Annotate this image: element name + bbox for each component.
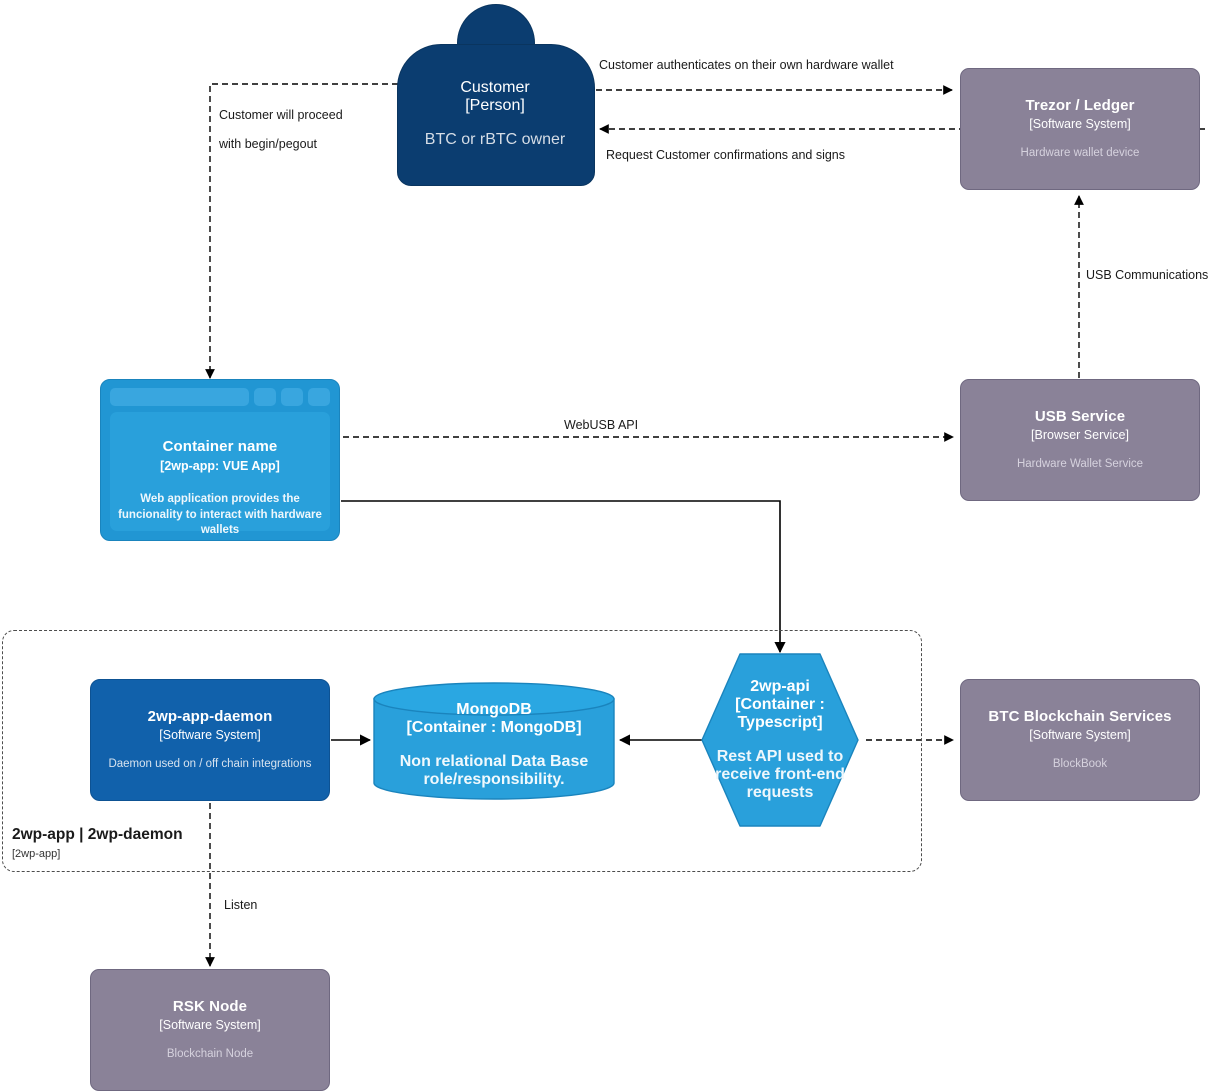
customer-tech: [Person]	[465, 97, 525, 114]
browser-button-2[interactable]	[281, 388, 303, 406]
daemon-title: 2wp-app-daemon	[147, 707, 273, 725]
daemon-tech: [Software System]	[159, 728, 261, 743]
browser-button-3[interactable]	[308, 388, 330, 406]
container-name-description: Web application provides the funcionalit…	[118, 493, 322, 537]
rsk-node-title: RSK Node	[172, 997, 248, 1015]
node-2wp-app-daemon[interactable]: 2wp-app-daemon [Software System] Daemon …	[90, 679, 330, 801]
container-name-tech: [2wp-app: VUE App]	[160, 458, 280, 473]
rsk-node-description: Blockchain Node	[166, 1047, 254, 1060]
boundary-tech: [2wp-app]	[12, 847, 61, 860]
customer-text: Customer [Person] BTC or rBTC owner	[397, 44, 593, 184]
daemon-description: Daemon used on / off chain integrations	[108, 757, 312, 770]
btc-services-title: BTC Blockchain Services	[988, 707, 1172, 725]
node-container-name[interactable]: Container name [2wp-app: VUE App] Web ap…	[100, 379, 340, 541]
customer-description: BTC or rBTC owner	[424, 131, 566, 148]
customer-title: Customer	[460, 79, 530, 96]
trezor-ledger-tech: [Software System]	[1029, 117, 1131, 132]
edge-label-customer-will-proceed: Customer will proceed	[219, 108, 343, 122]
api-tech: [Container : Typescript]	[735, 696, 825, 731]
rsk-node-tech: [Software System]	[159, 1018, 261, 1033]
node-2wp-api[interactable]: 2wp-api [Container : Typescript] Rest AP…	[700, 652, 860, 828]
mongodb-title: MongoDB	[456, 701, 532, 718]
edge-label-with-begin-pegout: with begin/pegout	[219, 137, 317, 151]
trezor-ledger-description: Hardware wallet device	[1020, 146, 1140, 159]
person-body-shape	[397, 44, 595, 186]
btc-services-description: BlockBook	[1052, 757, 1108, 770]
boundary-title: 2wp-app | 2wp-daemon	[12, 826, 183, 843]
edge-label-usb-communications: USB Communications	[1086, 268, 1209, 282]
trezor-ledger-title: Trezor / Ledger	[1025, 96, 1135, 114]
edge-label-webusb-api: WebUSB API	[564, 418, 639, 432]
hexagon-shape	[701, 653, 859, 827]
node-mongodb[interactable]: MongoDB [Container : MongoDB] Non relati…	[373, 682, 615, 800]
btc-services-tech: [Software System]	[1029, 728, 1131, 743]
api-text: 2wp-api [Container : Typescript] Rest AP…	[684, 652, 876, 828]
mongodb-text: MongoDB [Container : MongoDB] Non relati…	[373, 682, 615, 800]
node-usb-service[interactable]: USB Service [Browser Service] Hardware W…	[960, 379, 1200, 501]
browser-address-bar[interactable]	[110, 388, 249, 406]
container-name-title: Container name	[162, 438, 278, 455]
edge-label-listen: Listen	[224, 898, 258, 912]
api-description: Rest API used to receive front-end reque…	[715, 748, 845, 801]
node-trezor-ledger[interactable]: Trezor / Ledger [Software System] Hardwa…	[960, 68, 1200, 190]
boundary-label: 2wp-app | 2wp-daemon [2wp-app]	[12, 826, 312, 861]
usb-service-tech: [Browser Service]	[1031, 428, 1129, 443]
mongodb-tech: [Container : MongoDB]	[406, 719, 582, 736]
usb-service-description: Hardware Wallet Service	[1016, 457, 1144, 470]
browser-button-1[interactable]	[254, 388, 276, 406]
api-title: 2wp-api	[750, 678, 810, 695]
node-customer[interactable]: Customer [Person] BTC or rBTC owner	[397, 4, 595, 186]
database-cylinder-icon	[373, 682, 615, 800]
edge-label-request-confirmations: Request Customer confirmations and signs	[606, 148, 846, 162]
boundary-2wp-app	[2, 630, 922, 872]
node-rsk-node[interactable]: RSK Node [Software System] Blockchain No…	[90, 969, 330, 1091]
node-btc-blockchain-services[interactable]: BTC Blockchain Services [Software System…	[960, 679, 1200, 801]
edge-label-customer-authenticates: Customer authenticates on their own hard…	[599, 58, 894, 72]
usb-service-title: USB Service	[1034, 407, 1126, 425]
mongodb-description: Non relational Data Base role/responsibi…	[399, 753, 589, 788]
browser-viewport: Container name [2wp-app: VUE App] Web ap…	[110, 412, 330, 536]
edge-customer-to-container	[205, 83, 398, 379]
browser-chrome-bar	[110, 388, 330, 406]
